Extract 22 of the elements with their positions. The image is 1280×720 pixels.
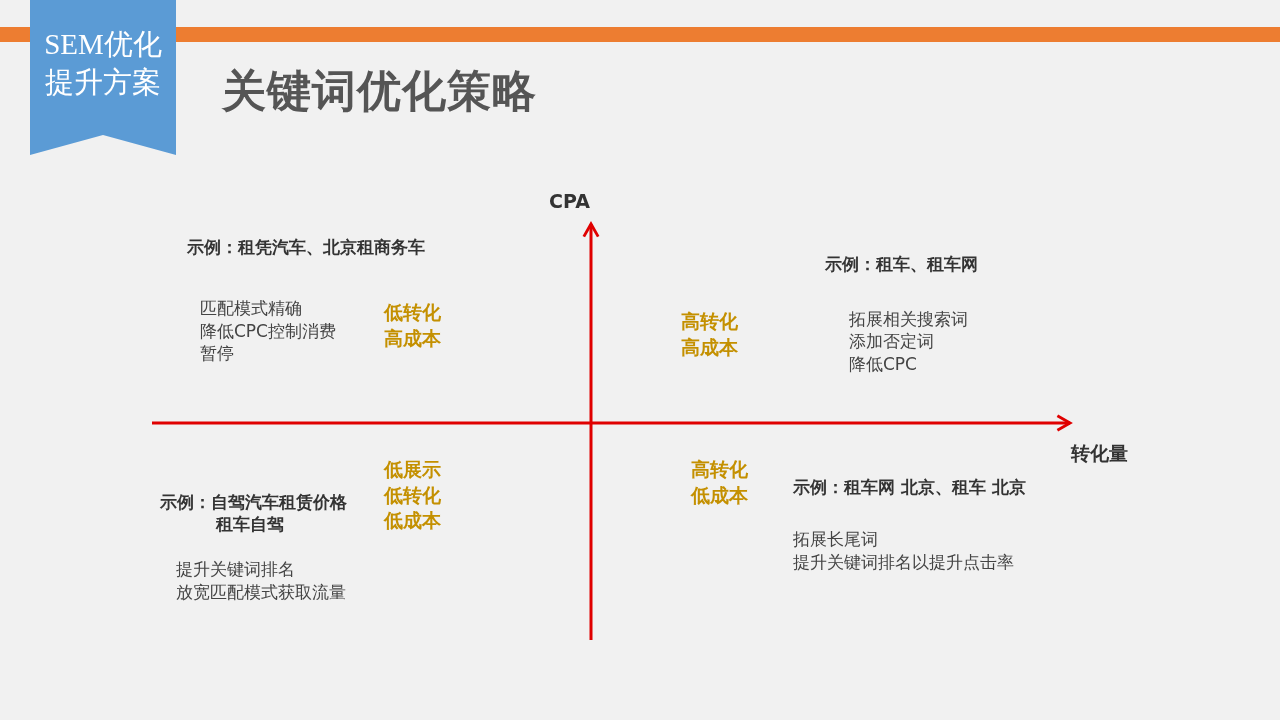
axis-label: CPA (549, 189, 590, 214)
banner-text: SEM优化提升方案 (43, 27, 163, 100)
quadrant-label: 高转化低成本 (691, 457, 749, 508)
strategy-text: 添加否定词 (849, 330, 934, 353)
strategy-text: 拓展长尾词 (793, 528, 878, 551)
strategy-text: 拓展相关搜索词 (849, 308, 968, 331)
strategy-text: 提升关键词排名以提升点击率 (793, 551, 1014, 574)
quadrant-label: 低展示低转化低成本 (384, 457, 442, 534)
example-text: 示例：租车、租车网 (825, 253, 979, 276)
slide-title: 关键词优化策略 (222, 64, 537, 118)
quadrant-label: 低转化高成本 (384, 300, 442, 351)
strategy-text: 放宽匹配模式获取流量 (176, 581, 346, 604)
strategy-text: 降低CPC (849, 353, 917, 376)
strategy-text: 暂停 (200, 342, 234, 365)
quadrant-label: 高转化高成本 (681, 309, 739, 360)
strategy-text: 降低CPC控制消费 (200, 320, 336, 343)
strategy-text: 匹配模式精确 (200, 297, 302, 320)
axis-label: 转化量 (1071, 441, 1128, 466)
strategy-text: 提升关键词排名 (176, 558, 295, 581)
example-text: 示例：自驾汽车租赁价格租车自驾 (160, 491, 348, 536)
example-text: 示例：租车网 北京、租车 北京 (793, 476, 1027, 499)
example-text: 示例：租凭汽车、北京租商务车 (187, 236, 426, 259)
